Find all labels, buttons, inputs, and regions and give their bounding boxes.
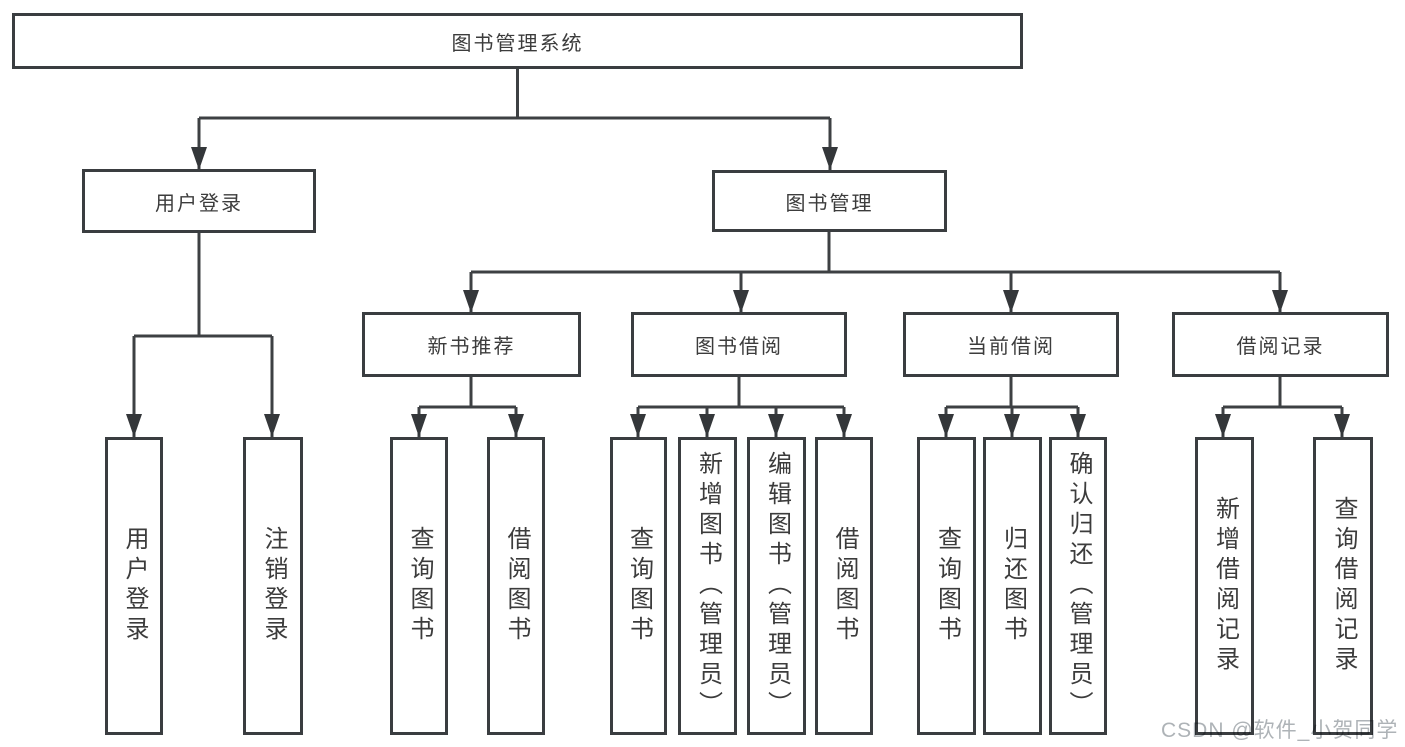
arrow-down-icon	[768, 414, 784, 437]
node-current-borrowing: 当前借阅	[903, 312, 1119, 377]
arrow-down-icon	[508, 414, 524, 437]
arrow-down-icon	[1215, 414, 1231, 437]
leaf-logout: 注销登录	[243, 437, 303, 735]
leaf-return-book: 归还图书	[983, 437, 1042, 735]
arrow-down-icon	[1070, 414, 1086, 437]
node-current-borrowing-label: 当前借阅	[967, 336, 1055, 358]
node-book-borrowing: 图书借阅	[631, 312, 847, 377]
node-new-book-recommend: 新书推荐	[362, 312, 581, 377]
leaf-query-borrow-record-label: 查询借阅记录	[1330, 496, 1357, 676]
arrow-down-icon	[836, 414, 852, 437]
arrow-down-icon	[630, 414, 646, 437]
leaf-confirm-return-admin-label: 确认归还（管理员）	[1065, 451, 1092, 721]
leaf-user-login-label: 用户登录	[121, 526, 148, 646]
arrow-down-icon	[1004, 414, 1020, 437]
arrow-down-icon	[411, 414, 427, 437]
arrow-down-icon	[733, 290, 749, 313]
arrow-down-icon	[463, 290, 479, 313]
leaf-borrow-books-recommend: 借阅图书	[487, 437, 545, 735]
leaf-user-login: 用户登录	[105, 437, 163, 735]
node-user-login-label: 用户登录	[155, 192, 243, 215]
arrow-down-icon	[699, 414, 715, 437]
node-book-management-label: 图书管理	[785, 192, 874, 215]
leaf-logout-label: 注销登录	[260, 526, 287, 646]
watermark: CSDN @软件_小贺同学	[1161, 719, 1399, 742]
arrow-down-icon	[191, 147, 207, 170]
leaf-query-books-recommend-label: 查询图书	[406, 526, 433, 646]
node-library-system: 图书管理系统	[12, 13, 1023, 69]
leaf-return-book-label: 归还图书	[999, 526, 1027, 646]
arrow-down-icon	[1272, 290, 1288, 313]
leaf-add-borrow-record: 新增借阅记录	[1195, 437, 1254, 735]
leaf-add-book-admin-label: 新增图书（管理员）	[694, 451, 722, 721]
leaf-query-books-borrowing-label: 查询图书	[625, 526, 653, 646]
arrow-down-icon	[822, 147, 838, 170]
leaf-query-borrow-record: 查询借阅记录	[1313, 437, 1373, 735]
node-borrow-records: 借阅记录	[1172, 312, 1389, 377]
node-library-system-label: 图书管理系统	[451, 32, 584, 55]
leaf-query-books-borrowing: 查询图书	[610, 437, 667, 735]
arrow-down-icon	[1334, 414, 1350, 437]
leaf-edit-book-admin-label: 编辑图书（管理员）	[763, 451, 791, 721]
node-new-book-recommend-label: 新书推荐	[427, 336, 516, 358]
leaf-borrow-books-label: 借阅图书	[831, 526, 858, 646]
leaf-query-books-current-label: 查询图书	[933, 526, 961, 646]
arrow-down-icon	[938, 414, 954, 437]
leaf-confirm-return-admin: 确认归还（管理员）	[1049, 437, 1107, 735]
leaf-edit-book-admin: 编辑图书（管理员）	[747, 437, 806, 735]
leaf-add-book-admin: 新增图书（管理员）	[678, 437, 737, 735]
arrow-down-icon	[1003, 290, 1019, 313]
node-borrow-records-label: 借阅记录	[1236, 336, 1325, 358]
leaf-add-borrow-record-label: 新增借阅记录	[1211, 496, 1239, 676]
node-book-management: 图书管理	[712, 170, 947, 232]
node-user-login: 用户登录	[82, 169, 316, 233]
arrowhead-icons	[126, 147, 1350, 437]
leaf-borrow-books-recommend-label: 借阅图书	[503, 526, 530, 646]
arrow-down-icon	[264, 414, 280, 437]
connector-path	[132, 69, 1344, 437]
leaf-borrow-books: 借阅图书	[815, 437, 873, 735]
arrow-down-icon	[126, 414, 142, 437]
node-book-borrowing-label: 图书借阅	[695, 336, 783, 358]
leaf-query-books-current: 查询图书	[917, 437, 976, 735]
leaf-query-books-recommend: 查询图书	[390, 437, 448, 735]
